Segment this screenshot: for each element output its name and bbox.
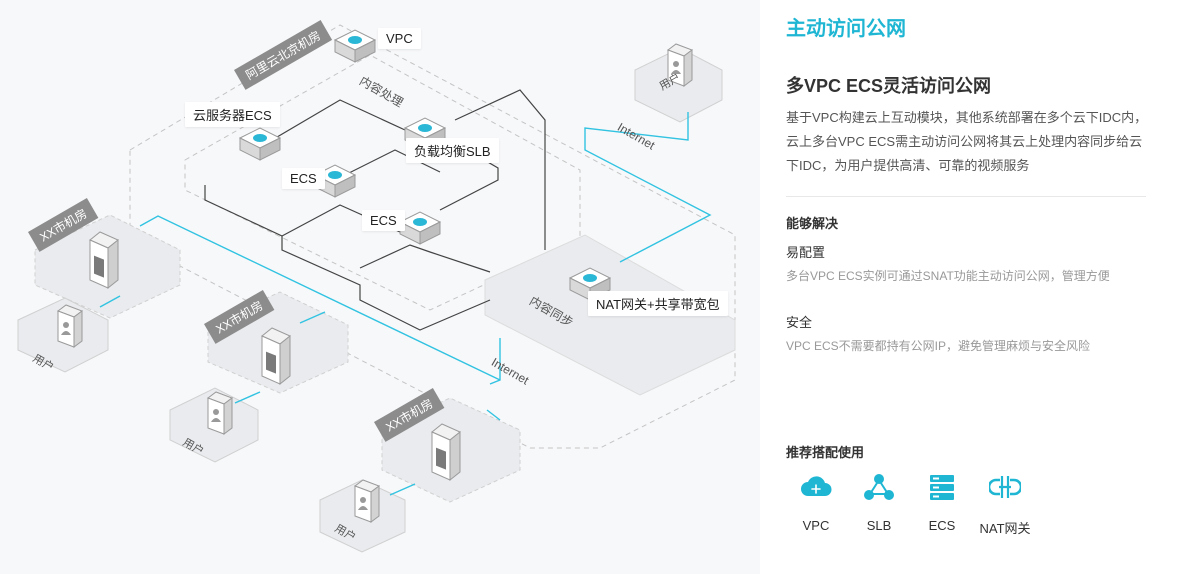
product-nat[interactable]: NAT网关 [975, 472, 1035, 537]
product-label-vpc: VPC [802, 518, 830, 533]
product-label-ecs: ECS [928, 518, 956, 533]
solve-title: 能够解决 [786, 216, 839, 231]
nat-label: NAT网关+共享带宽包 [588, 291, 728, 316]
product-vpc[interactable]: VPC [786, 472, 846, 533]
product-title: 多VPC ECS灵活访问公网 [786, 76, 992, 96]
recommend-title: 推荐搭配使用 [786, 445, 865, 460]
nat-gateway-icon [989, 476, 1021, 498]
product-ecs[interactable]: ECS [912, 472, 972, 533]
product-description: 基于VPC构建云上互动模块，其他系统部署在多个云下IDC内，云上多台VPC EC… [786, 110, 1148, 173]
slb-label: 负载均衡SLB [406, 138, 499, 163]
cloud-icon [801, 476, 832, 496]
feature-title-security: 安全 [786, 315, 813, 330]
ecs-label-2: ECS [362, 210, 405, 231]
product-label-nat: NAT网关 [979, 521, 1031, 536]
server-stack-icon [930, 475, 954, 500]
vpc-label: VPC [378, 28, 421, 49]
info-panel: 主动访问公网 多VPC ECS灵活访问公网 基于VPC构建云上互动模块，其他系统… [762, 0, 1185, 574]
slb-network-icon [864, 474, 894, 500]
feature-desc-security: VPC ECS不需要都持有公网IP，避免管理麻烦与安全风险 [786, 339, 1091, 353]
architecture-diagram: VPC 云服务器ECS 负载均衡SLB ECS ECS NAT网关+共享带宽包 … [17, 19, 736, 553]
ecs-label-1: ECS [282, 168, 325, 189]
cloud-server-ecs-label: 云服务器ECS [185, 102, 280, 127]
divider [786, 196, 1146, 197]
feature-desc-easy-config: 多台VPC ECS实例可通过SNAT功能主动访问公网，管理方便 [786, 269, 1110, 283]
product-label-slb: SLB [866, 518, 892, 533]
product-slb[interactable]: SLB [849, 472, 909, 533]
feature-title-easy-config: 易配置 [786, 245, 826, 260]
section-title: 主动访问公网 [786, 18, 906, 40]
